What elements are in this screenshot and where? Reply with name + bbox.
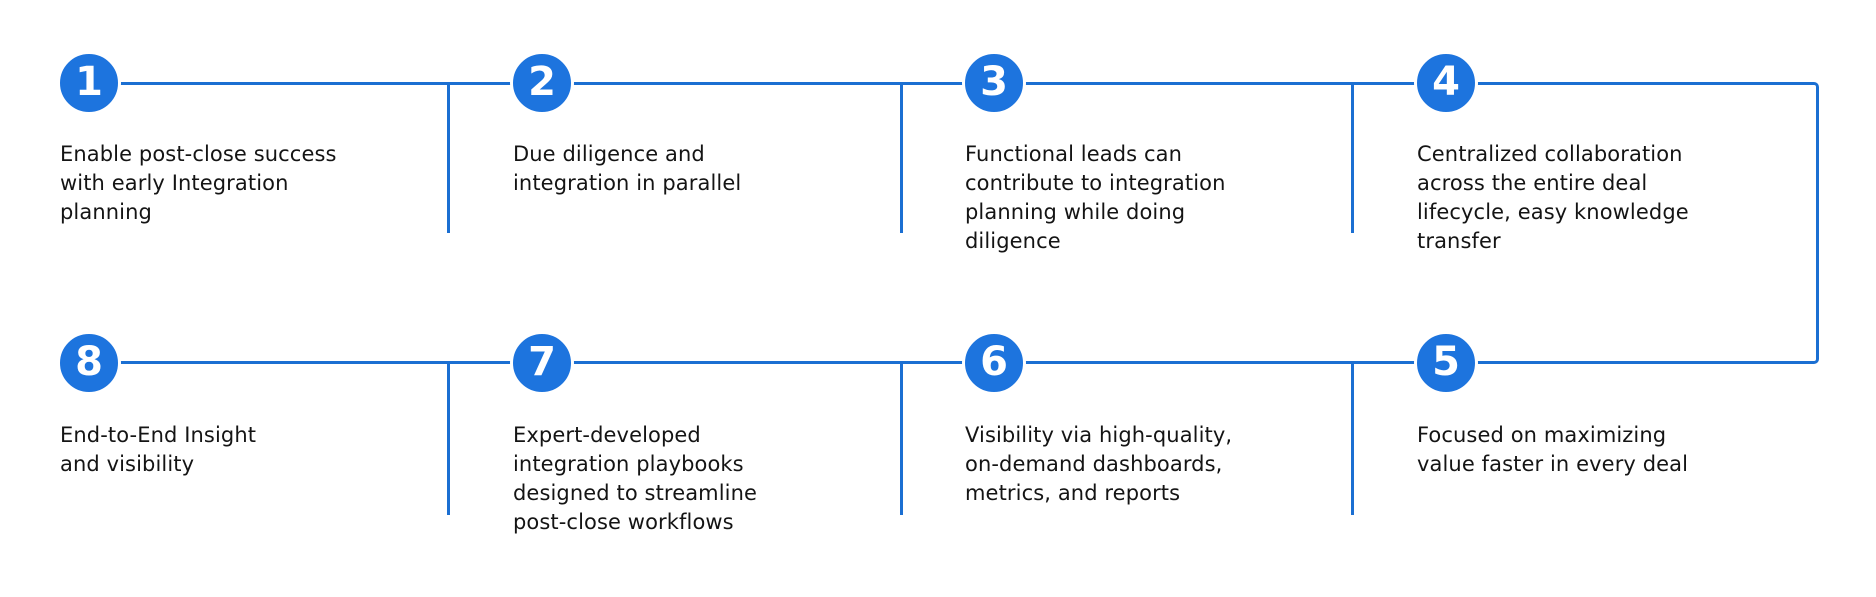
step-1-number: 1: [75, 59, 103, 105]
step-2-badge: 2: [510, 51, 574, 115]
step-3-badge: 3: [962, 51, 1026, 115]
step-5-label: Focused on maximizing value faster in ev…: [1417, 423, 1689, 476]
column-divider: [447, 84, 450, 233]
step-8-number: 8: [75, 339, 103, 385]
column-divider: [900, 84, 903, 233]
column-divider: [1351, 84, 1354, 233]
step-4-label: Centralized collaboration across the ent…: [1417, 142, 1689, 253]
step-1-label: Enable post-close success with early Int…: [60, 142, 337, 224]
step-1-badge: 1: [57, 51, 121, 115]
connector-line: [89, 82, 1819, 364]
column-divider: [447, 361, 450, 515]
step-7-label: Expert-developed integration playbooks d…: [513, 423, 758, 534]
step-4-number: 4: [1432, 59, 1460, 105]
step-8-badge: 8: [57, 331, 121, 395]
step-2-label: Due diligence and integration in paralle…: [513, 142, 742, 195]
step-5-number: 5: [1432, 339, 1460, 385]
step-2-number: 2: [528, 59, 556, 105]
step-3-number: 3: [980, 59, 1008, 105]
step-4-badge: 4: [1414, 51, 1478, 115]
column-divider: [900, 361, 903, 515]
step-6-label: Visibility via high-quality, on-demand d…: [965, 423, 1233, 505]
step-5-badge: 5: [1414, 331, 1478, 395]
step-8-label: End-to-End Insight and visibility: [60, 423, 257, 476]
step-7-number: 7: [528, 339, 556, 385]
column-divider: [1351, 361, 1354, 515]
step-6-badge: 6: [962, 331, 1026, 395]
step-7-badge: 7: [510, 331, 574, 395]
step-6-number: 6: [980, 339, 1008, 385]
step-3-label: Functional leads can contribute to integ…: [965, 142, 1226, 253]
